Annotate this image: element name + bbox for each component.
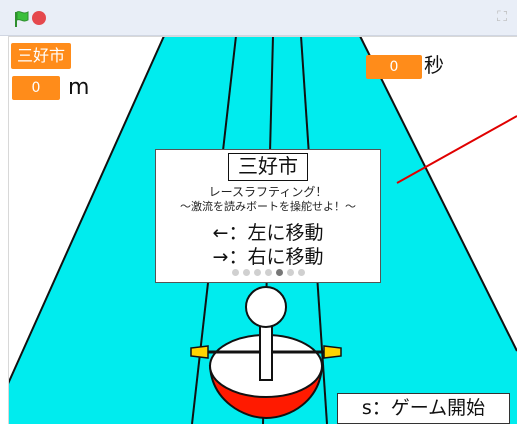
time-value: 0 (366, 55, 422, 79)
game-stage[interactable]: 三好市 0 m 0 秒 三好市 レースラフティング！ 〜激流を読みボートを操舵せ… (8, 36, 517, 424)
paddle-blade-right (323, 345, 342, 359)
pagination-dot (231, 269, 239, 276)
pagination-dot (286, 269, 294, 276)
stop-sign-icon[interactable] (32, 11, 46, 25)
pagination-dot (275, 269, 283, 276)
river-right-border (359, 36, 517, 352)
left-move-instruction: ←：左に移動 (212, 222, 324, 244)
distance-value: 0 (12, 76, 60, 100)
pagination-dot (297, 269, 305, 276)
stage-border (8, 36, 517, 424)
time-unit: 秒 (424, 53, 444, 77)
raft-boat (190, 286, 342, 420)
city-name-tag: 三好市 (11, 43, 71, 69)
pagination-dot (264, 269, 272, 276)
control-strip: ⛶ (0, 0, 517, 36)
rower-head (245, 286, 287, 328)
card-title: 三好市 (228, 153, 308, 181)
start-game-prompt[interactable]: s：ゲーム開始 (337, 393, 510, 424)
guide-laser-line (396, 115, 517, 184)
river-left-border (8, 36, 165, 387)
green-flag-icon[interactable] (12, 10, 30, 28)
card-subtitle: レースラフティング！ (208, 185, 328, 199)
instructions-card: 三好市 レースラフティング！ 〜激流を読みボートを操舵せよ！〜 ←：左に移動 →… (155, 149, 381, 283)
card-description: 〜激流を読みボートを操舵せよ！〜 (180, 200, 356, 213)
fullscreen-icon[interactable]: ⛶ (497, 9, 507, 25)
pagination-dots (156, 269, 380, 279)
paddle-blade-left (190, 345, 209, 359)
right-move-instruction: →：右に移動 (212, 246, 324, 268)
distance-unit: m (68, 75, 90, 100)
pagination-dot (242, 269, 250, 276)
pagination-dot (253, 269, 261, 276)
